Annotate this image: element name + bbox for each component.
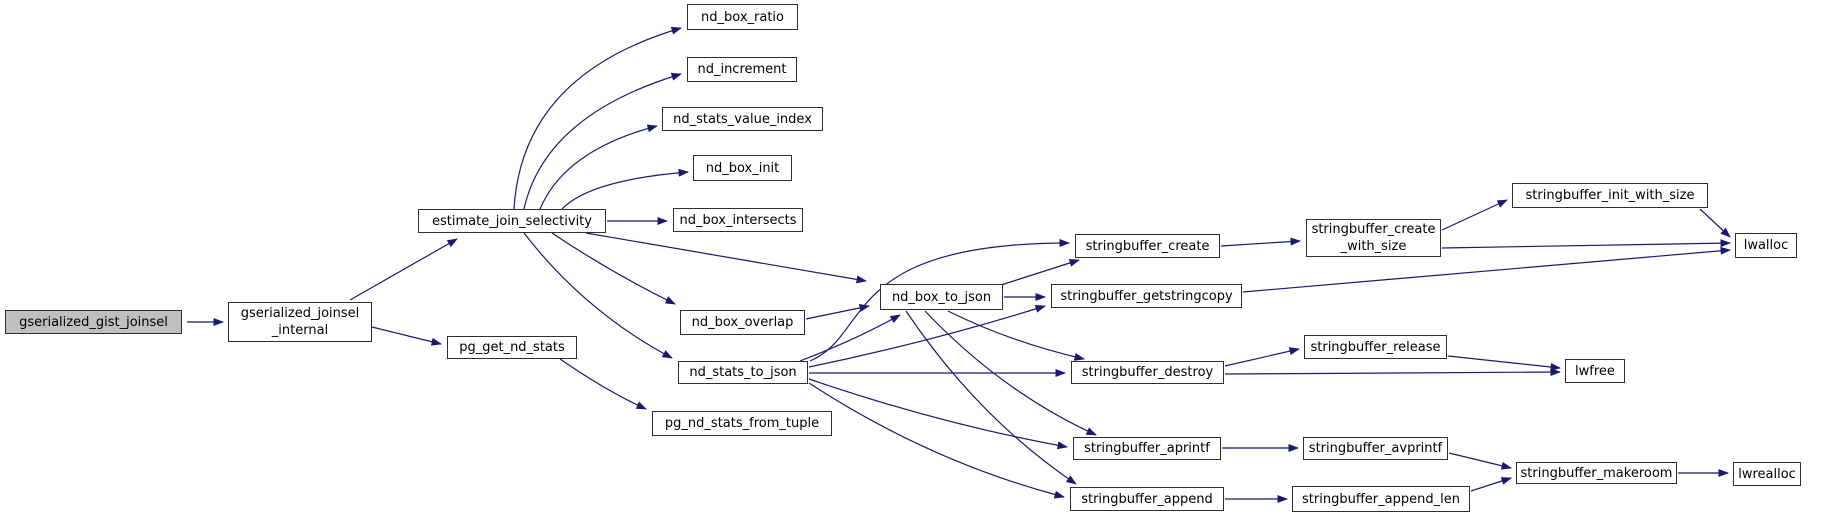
node-nd_box_overlap[interactable]: nd_box_overlap bbox=[680, 310, 805, 335]
node-stringbuffer_aprintf[interactable]: stringbuffer_aprintf bbox=[1073, 437, 1221, 460]
node-stringbuffer_destroy[interactable]: stringbuffer_destroy bbox=[1071, 361, 1224, 384]
edge-nd_box_to_json-stringbuffer_create bbox=[1000, 259, 1080, 286]
node-label: stringbuffer_append bbox=[1081, 491, 1213, 507]
node-label: stringbuffer_release bbox=[1310, 339, 1441, 355]
node-pg_get_nd_stats[interactable]: pg_get_nd_stats bbox=[447, 336, 577, 359]
node-label: stringbuffer_create bbox=[1085, 238, 1210, 254]
edge-stringbuffer_getstringcopy-lwalloc bbox=[1242, 246, 1731, 293]
node-nd_increment[interactable]: nd_increment bbox=[687, 57, 797, 82]
node-label: _internal bbox=[271, 323, 329, 338]
edge-gserialized_joinsel_internal-pg_get_nd_stats bbox=[371, 326, 442, 346]
edge-gserialized_joinsel_internal-estimate_join_selectivity bbox=[349, 238, 458, 301]
edge-nd_box_overlap-nd_box_to_json bbox=[805, 304, 870, 320]
node-nd_box_intersects[interactable]: nd_box_intersects bbox=[673, 208, 803, 232]
node-label: nd_box_init bbox=[705, 160, 780, 176]
node-label: nd_stats_value_index bbox=[673, 111, 812, 127]
node-label: stringbuffer_destroy bbox=[1081, 365, 1214, 380]
node-label: nd_box_overlap bbox=[691, 315, 794, 330]
node-stringbuffer_create[interactable]: stringbuffer_create bbox=[1075, 234, 1220, 258]
node-label: stringbuffer_init_with_size bbox=[1525, 188, 1695, 203]
node-nd_stats_to_json[interactable]: nd_stats_to_json bbox=[678, 361, 808, 384]
edge-stringbuffer_init_with_size-lwalloc bbox=[1699, 208, 1731, 238]
node-label: gserialized_joinsel bbox=[240, 306, 360, 321]
node-stringbuffer_append[interactable]: stringbuffer_append bbox=[1070, 487, 1224, 511]
node-nd_stats_value_index[interactable]: nd_stats_value_index bbox=[662, 107, 823, 131]
edge-stringbuffer_avprintf-stringbuffer_makeroom bbox=[1448, 452, 1512, 470]
edge-stringbuffer_create_with_size-lwalloc bbox=[1441, 239, 1731, 249]
node-label: nd_box_to_json bbox=[891, 289, 992, 305]
node-stringbuffer_release[interactable]: stringbuffer_release bbox=[1304, 335, 1447, 359]
edge-estimate_join_selectivity-nd_box_to_json bbox=[585, 232, 867, 284]
node-stringbuffer_avprintf[interactable]: stringbuffer_avprintf bbox=[1303, 437, 1448, 460]
node-label: lwfree bbox=[1575, 363, 1615, 379]
node-stringbuffer_makeroom[interactable]: stringbuffer_makeroom bbox=[1516, 462, 1677, 484]
edge-estimate_join_selectivity-nd_box_init bbox=[561, 168, 689, 210]
edge-nd_stats_to_json-stringbuffer_getstringcopy bbox=[808, 305, 1046, 368]
node-label: estimate_join_selectivity bbox=[432, 213, 592, 229]
node-estimate_join_selectivity[interactable]: estimate_join_selectivity bbox=[418, 209, 606, 233]
edge-stringbuffer_destroy-stringbuffer_release bbox=[1224, 347, 1300, 367]
edge-nd_box_to_json-stringbuffer_aprintf bbox=[924, 310, 1097, 436]
edge-nd_stats_to_json-stringbuffer_append bbox=[808, 382, 1065, 499]
node-label: pg_get_nd_stats bbox=[459, 340, 565, 355]
node-nd_box_ratio[interactable]: nd_box_ratio bbox=[687, 4, 798, 30]
node-label: nd_box_ratio bbox=[701, 9, 784, 25]
edge-nd_box_to_json-stringbuffer_destroy bbox=[947, 310, 1085, 361]
node-label: stringbuffer_create bbox=[1311, 222, 1436, 237]
edge-estimate_join_selectivity-nd_stats_to_json bbox=[523, 232, 673, 359]
node-label: lwalloc bbox=[1743, 238, 1789, 253]
node-lwrealloc[interactable]: lwrealloc bbox=[1733, 462, 1801, 486]
node-label: nd_increment bbox=[697, 62, 787, 77]
node-label: stringbuffer_makeroom bbox=[1520, 465, 1673, 481]
node-label: _with_size bbox=[1340, 239, 1407, 254]
edge-nd_stats_to_json-nd_box_to_json bbox=[799, 314, 901, 362]
node-lwalloc[interactable]: lwalloc bbox=[1735, 233, 1797, 258]
edge-estimate_join_selectivity-nd_increment bbox=[523, 72, 682, 210]
edge-stringbuffer_create_with_size-stringbuffer_init_with_size bbox=[1441, 199, 1508, 231]
node-gserialized_gist_joinsel: gserialized_gist_joinsel bbox=[5, 310, 182, 334]
node-label: pg_nd_stats_from_tuple bbox=[664, 416, 820, 431]
node-lwfree[interactable]: lwfree bbox=[1565, 359, 1625, 383]
node-nd_box_init[interactable]: nd_box_init bbox=[693, 155, 792, 181]
node-label: gserialized_gist_joinsel bbox=[19, 314, 168, 330]
node-label: nd_box_intersects bbox=[679, 212, 797, 228]
edge-nd_stats_to_json-stringbuffer_create bbox=[809, 239, 1070, 362]
node-label: stringbuffer_avprintf bbox=[1308, 441, 1443, 456]
edge-stringbuffer_create-stringbuffer_create_with_size bbox=[1220, 237, 1301, 247]
edge-stringbuffer_destroy-lwfree bbox=[1224, 368, 1561, 377]
node-label: stringbuffer_aprintf bbox=[1084, 441, 1210, 456]
node-label: stringbuffer_append_len bbox=[1302, 491, 1460, 507]
edge-nd_box_to_json-stringbuffer_append bbox=[905, 310, 1077, 485]
edge-nd_stats_to_json-stringbuffer_aprintf bbox=[808, 378, 1068, 450]
node-label: lwrealloc bbox=[1738, 466, 1796, 482]
node-label: nd_stats_to_json bbox=[689, 365, 797, 380]
node-stringbuffer_create_with_size[interactable]: stringbuffer_create _with_size bbox=[1306, 219, 1441, 257]
node-stringbuffer_append_len[interactable]: stringbuffer_append_len bbox=[1292, 486, 1470, 512]
node-nd_box_to_json[interactable]: nd_box_to_json bbox=[880, 284, 1003, 310]
edge-estimate_join_selectivity-nd_box_overlap bbox=[551, 232, 676, 305]
node-gserialized_joinsel_internal[interactable]: gserialized_joinsel _internal bbox=[228, 302, 372, 342]
node-stringbuffer_init_with_size[interactable]: stringbuffer_init_with_size bbox=[1512, 183, 1708, 208]
edge-estimate_join_selectivity-nd_stats_value_index bbox=[539, 124, 658, 210]
node-pg_nd_stats_from_tuple[interactable]: pg_nd_stats_from_tuple bbox=[652, 411, 832, 436]
edge-estimate_join_selectivity-nd_box_ratio bbox=[513, 26, 682, 210]
edge-stringbuffer_release-lwfree bbox=[1447, 355, 1561, 371]
node-label: stringbuffer_getstringcopy bbox=[1060, 288, 1233, 304]
edge-pg_get_nd_stats-pg_nd_stats_from_tuple bbox=[559, 358, 647, 410]
node-stringbuffer_getstringcopy[interactable]: stringbuffer_getstringcopy bbox=[1051, 284, 1242, 308]
edge-stringbuffer_append_len-stringbuffer_makeroom bbox=[1470, 477, 1512, 492]
